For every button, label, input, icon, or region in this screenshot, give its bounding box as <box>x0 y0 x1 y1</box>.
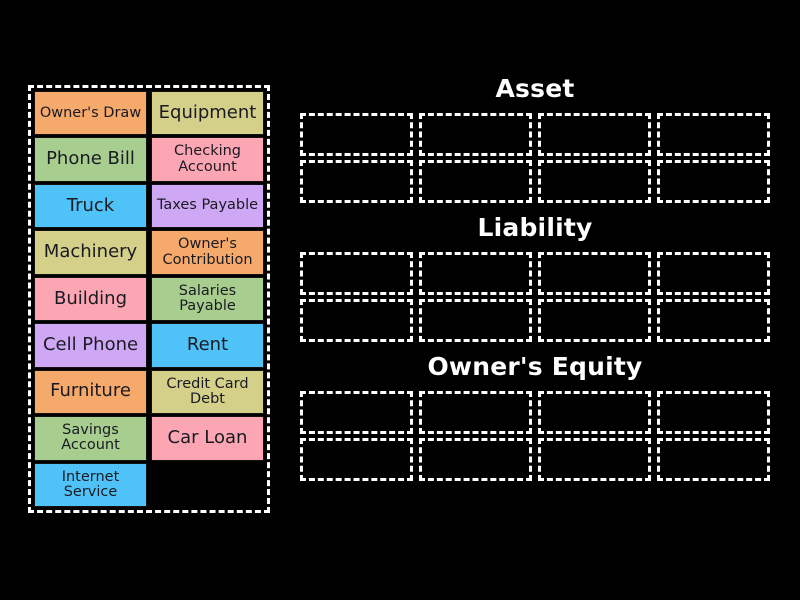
dropzone-slot[interactable] <box>657 252 770 295</box>
dropzone-slot[interactable] <box>657 160 770 203</box>
dropzone-grid <box>300 113 770 203</box>
category-section: Owner's Equity <box>300 352 770 481</box>
dropzone-slot[interactable] <box>538 299 651 342</box>
category-title: Asset <box>495 74 575 103</box>
dropzone-slot[interactable] <box>657 113 770 156</box>
dropzone-slot[interactable] <box>538 438 651 481</box>
dropzone-grid <box>300 391 770 481</box>
dropzone-slot[interactable] <box>300 299 413 342</box>
dropzone-slot[interactable] <box>657 391 770 434</box>
dropzone-slot[interactable] <box>300 438 413 481</box>
draggable-tile[interactable]: Car Loan <box>151 416 264 461</box>
draggable-tile[interactable]: Furniture <box>34 369 147 415</box>
dropzone-slot[interactable] <box>419 252 532 295</box>
dropzone-slot[interactable] <box>419 160 532 203</box>
dropzone-slot[interactable] <box>657 438 770 481</box>
dropzone-slot[interactable] <box>419 438 532 481</box>
dropzone-slot[interactable] <box>538 391 651 434</box>
tile-empty-slot <box>151 463 264 507</box>
draggable-tile[interactable]: Phone Bill <box>34 137 147 182</box>
dropzone-slot[interactable] <box>538 113 651 156</box>
dropzone-slot[interactable] <box>657 299 770 342</box>
category-title: Liability <box>477 213 593 242</box>
dropzone-slot[interactable] <box>300 160 413 203</box>
dropzone-slot[interactable] <box>300 113 413 156</box>
draggable-tile[interactable]: Truck <box>34 183 147 229</box>
draggable-tile[interactable]: Savings Account <box>34 416 147 461</box>
draggable-tile[interactable]: Owner's Draw <box>34 91 147 136</box>
draggable-tile[interactable]: Salaries Payable <box>151 276 264 322</box>
dropzone-slot[interactable] <box>538 252 651 295</box>
dropzone-slot[interactable] <box>300 252 413 295</box>
dropzone-slot[interactable] <box>538 160 651 203</box>
draggable-tile[interactable]: Owner's Contribution <box>151 230 264 275</box>
category-section: Liability <box>300 213 770 342</box>
draggable-tile[interactable]: Credit Card Debt <box>151 369 264 415</box>
draggable-tile[interactable]: Cell Phone <box>34 323 147 368</box>
category-title: Owner's Equity <box>427 352 643 381</box>
draggable-tile[interactable]: Rent <box>151 323 264 368</box>
dropzone-grid <box>300 252 770 342</box>
dropzone-slot[interactable] <box>419 113 532 156</box>
draggable-tile[interactable]: Checking Account <box>151 137 264 182</box>
draggable-tile[interactable]: Equipment <box>151 91 264 136</box>
draggable-tile[interactable]: Internet Service <box>34 462 147 507</box>
dropzone-slot[interactable] <box>300 391 413 434</box>
draggable-tile[interactable]: Taxes Payable <box>151 183 264 229</box>
dropzone-slot[interactable] <box>419 391 532 434</box>
draggable-tile[interactable]: Building <box>34 276 147 322</box>
category-section: Asset <box>300 74 770 203</box>
draggable-tile[interactable]: Machinery <box>34 230 147 275</box>
dropzone-slot[interactable] <box>419 299 532 342</box>
